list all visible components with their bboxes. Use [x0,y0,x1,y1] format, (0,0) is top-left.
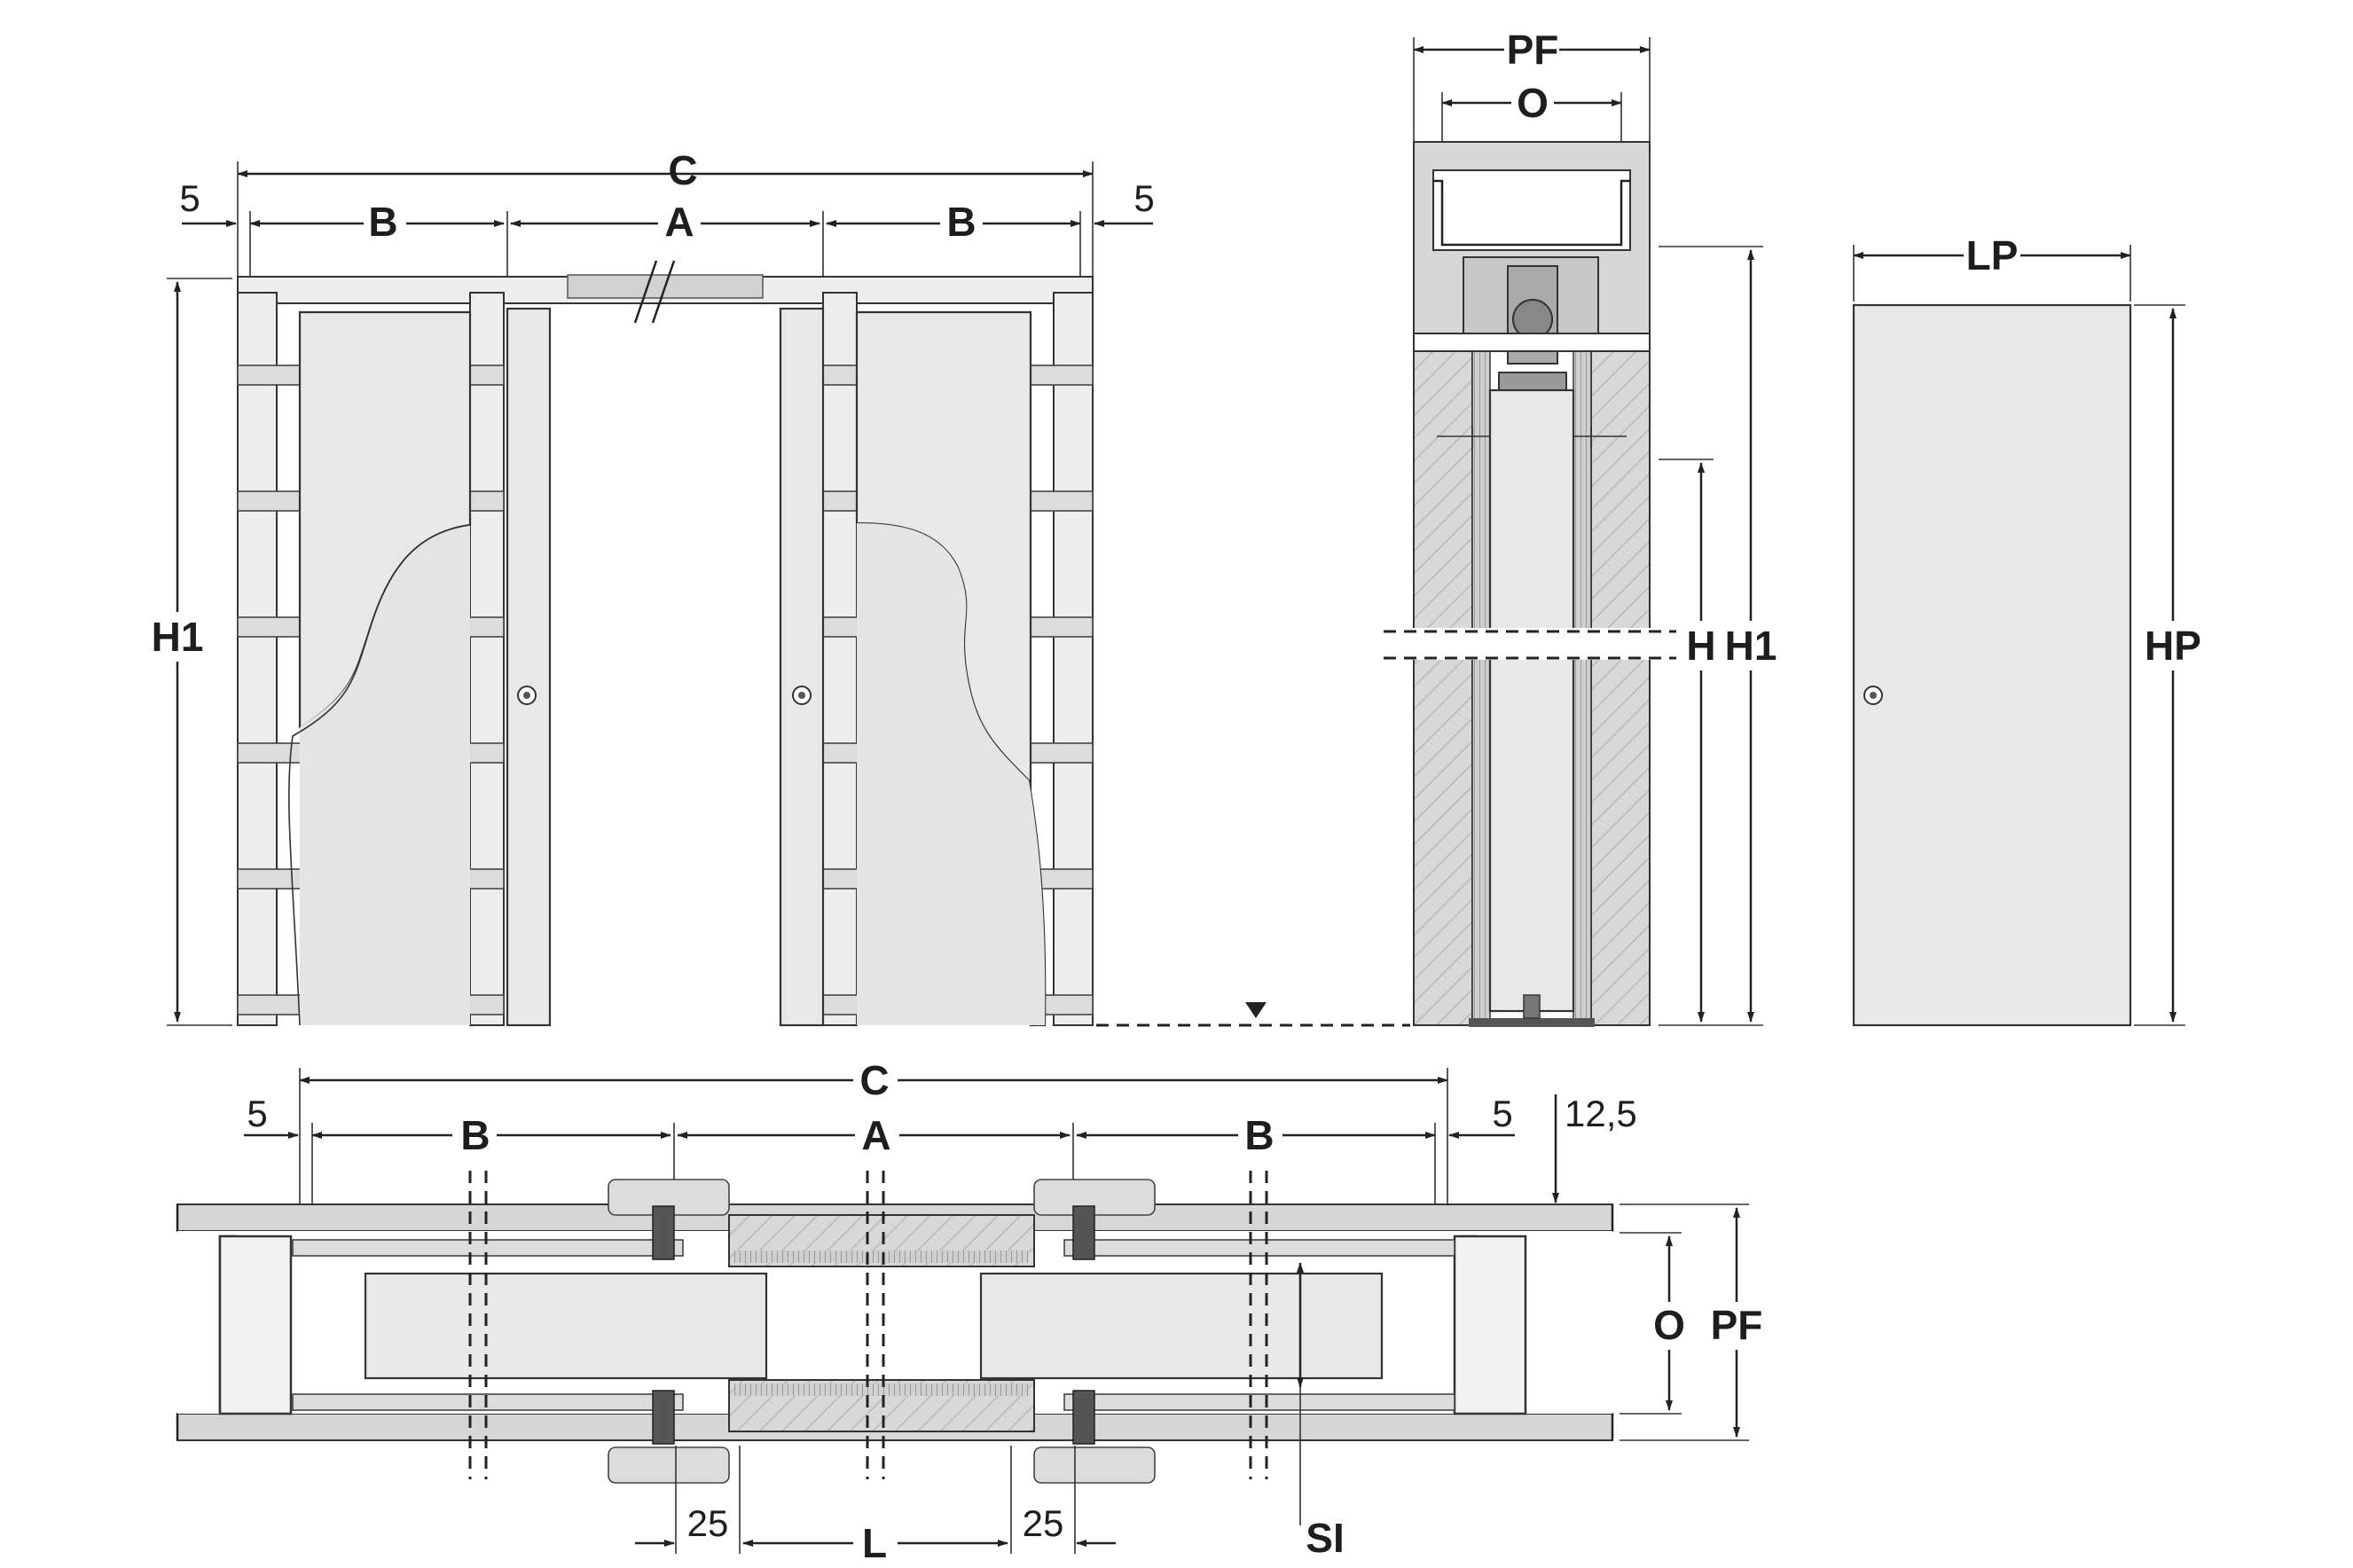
label-si: SI [1306,1515,1344,1561]
left-door-leaf [506,307,552,1027]
label-h1-section: H1 [1725,623,1777,669]
door-leaf-panel [1852,303,2132,1027]
vertical-section: PF O H [1384,27,1777,1027]
front-elevation: C B A B 5 5 H1 [149,147,1410,1027]
label-12-5: 12,5 [1565,1093,1637,1134]
label-25-right: 25 [1023,1502,1064,1544]
plan-right-door [979,1272,1384,1380]
label-a-plan: A [861,1112,890,1158]
floor-marker-icon [1245,1002,1267,1018]
label-hp: HP [2145,623,2201,669]
left-pocket-frame [237,292,505,1026]
label-h-section: H [1686,623,1715,669]
label-5-right: 5 [1133,177,1154,219]
label-o-plan: O [1653,1302,1685,1348]
label-o-section: O [1517,80,1549,126]
label-b-right: B [946,199,976,245]
label-a: A [664,199,694,245]
label-h1-front: H1 [152,614,204,660]
label-c-plan: C [859,1057,889,1103]
label-c: C [668,147,697,193]
label-b-left-plan: B [460,1112,490,1158]
plan-view: C B A B 5 5 12,5 [176,1057,1770,1566]
label-b-left: B [368,199,397,245]
right-door-leaf [779,307,825,1027]
label-5-left: 5 [179,177,200,219]
label-5-left-plan: 5 [247,1093,267,1134]
label-25-left: 25 [687,1502,729,1544]
door-leaf-view: LP HP [1852,232,2205,1027]
label-b-right-plan: B [1244,1112,1274,1158]
label-l: L [862,1520,887,1564]
label-pf-section: PF [1507,27,1559,73]
label-lp: LP [1966,232,2019,278]
label-pf-plan: PF [1711,1302,1763,1348]
right-pocket-frame [822,292,1094,1027]
plan-left-door [364,1272,768,1380]
label-5-right-plan: 5 [1492,1093,1512,1134]
section-door-panel [1488,388,1575,1013]
